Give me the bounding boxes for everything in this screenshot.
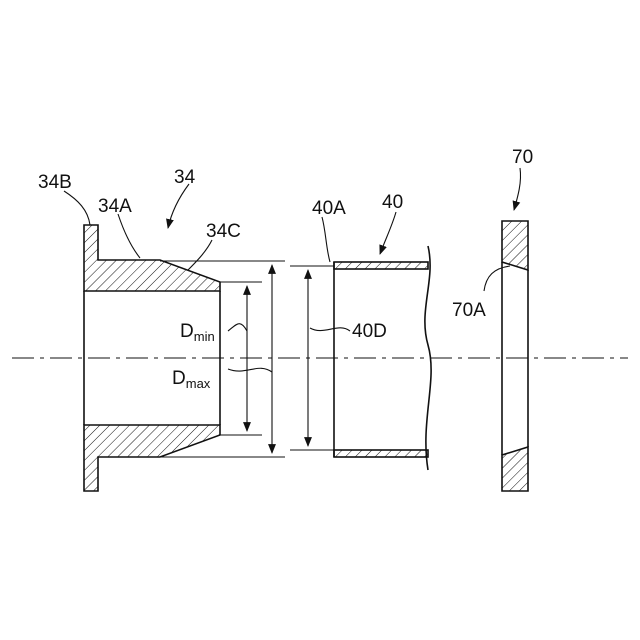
part-70-ring (502, 221, 528, 491)
ring-bottom-section (502, 447, 528, 491)
tube-top-wall (334, 262, 428, 269)
label-34B: 34B (38, 172, 72, 193)
label-34: 34 (174, 167, 196, 188)
label-34A: 34A (98, 196, 132, 217)
label-40A: 40A (312, 198, 346, 219)
label-40: 40 (382, 192, 403, 213)
label-d-min: Dmin (180, 321, 215, 344)
label-34C: 34C (206, 221, 241, 242)
label-d-max: Dmax (172, 368, 211, 391)
tube-bottom-wall (334, 450, 428, 457)
label-70: 70 (512, 147, 533, 168)
label-40D: 40D (352, 321, 387, 342)
label-70A: 70A (452, 300, 486, 321)
ring-top-section (502, 221, 528, 270)
tube-break-line (425, 246, 431, 470)
fitting-bottom-section (84, 425, 220, 491)
